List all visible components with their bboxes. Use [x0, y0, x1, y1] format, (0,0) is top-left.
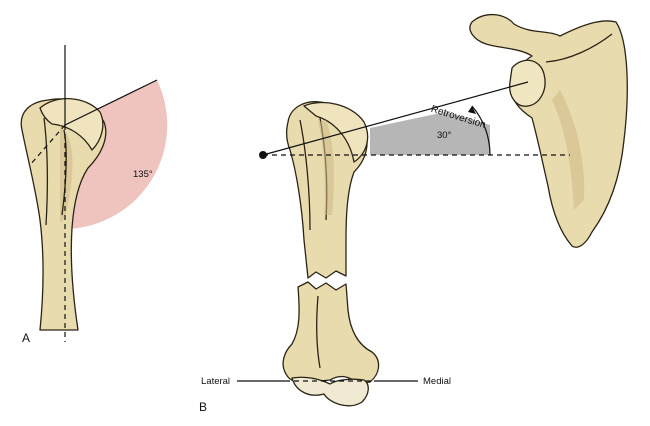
humerus-b-lower: [282, 281, 380, 385]
head-version-axis-line: [262, 81, 529, 156]
groove-a: [43, 117, 48, 226]
shade-b: [318, 120, 334, 215]
groove-b: [299, 119, 311, 231]
lateral-label: Lateral: [201, 376, 230, 387]
head-axis-line: [64, 79, 158, 126]
retroversion-angle-wedge: [370, 112, 490, 155]
groove-b-lower: [316, 295, 321, 369]
scapula-spine: [545, 33, 613, 63]
retroversion-angle-label: 30°: [437, 130, 452, 141]
scapula: [469, 14, 628, 248]
axis-origin-dot: [259, 151, 267, 159]
retroversion-arc-arrow: [471, 105, 491, 156]
panel-a-label: A: [22, 331, 30, 345]
inclination-angle-label: 135°: [133, 169, 153, 180]
condyle-b: [291, 376, 369, 407]
scapula-shade: [552, 90, 585, 210]
humeral-head-b: [303, 101, 369, 163]
panel-b: Retroversion 30° Lateral Medial B: [199, 14, 628, 414]
retroversion-arrow-head: [468, 106, 476, 114]
medial-label: Medial: [423, 376, 451, 387]
panel-a: 135° A: [20, 45, 168, 345]
panel-b-label: B: [199, 400, 207, 414]
glenoid: [509, 59, 546, 107]
humeral-head-a: [39, 97, 104, 151]
